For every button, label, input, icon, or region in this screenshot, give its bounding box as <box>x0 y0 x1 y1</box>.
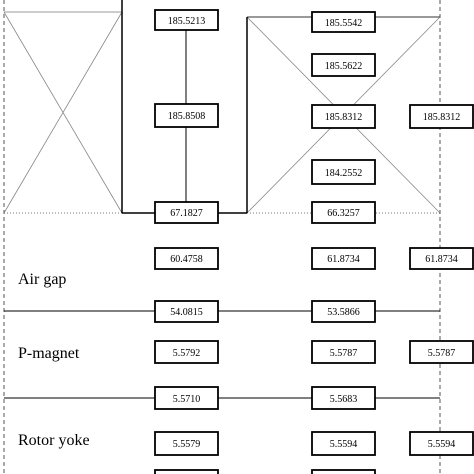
value-box: 185.5622 <box>311 53 376 77</box>
value-label: 185.8508 <box>168 111 206 122</box>
value-label: 66.3257 <box>327 208 360 219</box>
value-label: 5.5594 <box>428 439 456 450</box>
value-box: 5.5787 <box>311 340 376 364</box>
value-box: 61.8734 <box>409 247 474 270</box>
value-box: 66.3257 <box>311 201 376 224</box>
value-box: 5.5787 <box>409 340 474 364</box>
value-box: 5.5579 <box>154 431 219 456</box>
p-magnet-label: P-magnet <box>18 345 80 362</box>
value-label: 53.5866 <box>327 307 360 318</box>
value-box: 5.5594 <box>311 431 376 456</box>
value-box: 185.8312 <box>409 104 474 129</box>
value-box: 185.8508 <box>154 103 219 128</box>
value-label: 67.1827 <box>170 208 203 219</box>
value-label: 185.5622 <box>325 61 363 72</box>
value-label: 5.5710 <box>173 394 201 405</box>
value-label: 5.5683 <box>330 394 358 405</box>
value-box: 5.5710 <box>154 386 219 410</box>
value-box: 60.4758 <box>154 247 219 270</box>
value-box: 185.5213 <box>154 9 219 31</box>
value-label: 5.5594 <box>330 439 358 450</box>
value-box: 61.8734 <box>311 247 376 270</box>
value-label: 184.2552 <box>325 168 363 179</box>
value-label: 5.5787 <box>330 348 358 359</box>
value-label: 185.5542 <box>325 18 363 29</box>
value-box: 53.5866 <box>311 300 376 323</box>
value-box: 184.2552 <box>311 159 376 185</box>
value-label: 185.8312 <box>423 112 461 123</box>
value-label: 60.4758 <box>170 254 203 265</box>
value-box: 185.5542 <box>311 11 376 33</box>
value-label: 185.8312 <box>325 112 363 123</box>
value-label: 5.5579 <box>173 439 201 450</box>
value-box: 67.1827 <box>154 201 219 224</box>
value-label: 54.0815 <box>170 307 203 318</box>
value-box: 185.8312 <box>311 104 376 129</box>
rotor-yoke-label: Rotor yoke <box>18 432 90 449</box>
value-box: 5.5792 <box>154 340 219 364</box>
air-gap-label: Air gap <box>18 271 67 288</box>
left-box-diagonal-2 <box>3 11 123 214</box>
value-label: 5.5787 <box>428 348 456 359</box>
value-label: 5.5792 <box>173 348 201 359</box>
partial-value-box <box>311 469 376 474</box>
partial-value-box <box>154 469 219 474</box>
value-box: 5.5683 <box>311 386 376 410</box>
value-box: 54.0815 <box>154 300 219 323</box>
value-label: 61.8734 <box>327 254 360 265</box>
value-label: 61.8734 <box>425 254 458 265</box>
value-label: 185.5213 <box>168 16 206 27</box>
value-box: 5.5594 <box>409 431 474 456</box>
